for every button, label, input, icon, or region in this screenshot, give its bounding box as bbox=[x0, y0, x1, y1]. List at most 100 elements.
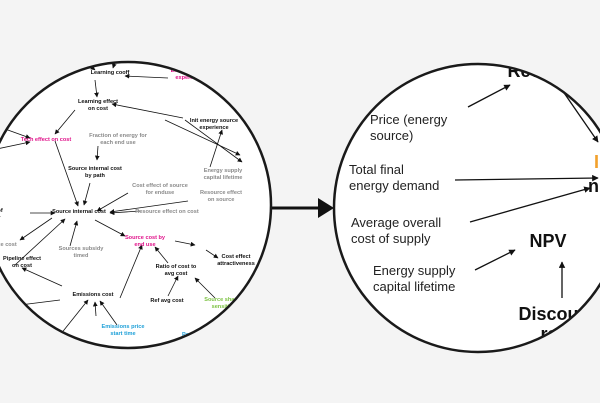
right-link-arrow bbox=[467, 84, 511, 108]
left-link-arrow bbox=[94, 145, 100, 161]
node-tech-effect: Tech effect on cost bbox=[21, 137, 72, 143]
left-link-arrow bbox=[109, 210, 141, 216]
left-link-arrow bbox=[0, 140, 31, 151]
left-link-arrow bbox=[34, 339, 66, 348]
node-emissions-price-start-line-1: Emissions price bbox=[102, 324, 145, 330]
left-link-arrow bbox=[111, 62, 121, 69]
left-link-arrow bbox=[194, 277, 216, 299]
right-link-arrow bbox=[469, 186, 591, 223]
node-total-final-energy-demand-line-2: energy demand bbox=[349, 178, 439, 193]
node-partial-margin: n bbox=[588, 176, 599, 196]
node-emissions-price-start-line-2: start time bbox=[110, 331, 135, 337]
node-price-energy-source-line-2: source) bbox=[370, 128, 413, 143]
node-cost-effect-attractiveness-line-1: Cost effect bbox=[222, 254, 251, 260]
node-sources-subsidy-line-1: Sources subsidy bbox=[59, 246, 105, 252]
node-cost-effect-source-enduse-line-2: for enduse bbox=[146, 190, 175, 196]
node-learning-cooff-line-1: Learning cooff bbox=[91, 70, 130, 76]
node-average-overall-cost-line-1: Average overall bbox=[351, 215, 441, 230]
node-efficiency: Efficiency bbox=[130, 351, 157, 357]
left-link-arrow bbox=[209, 129, 223, 168]
node-init-energy-source-experience-line-2: experience bbox=[199, 125, 228, 131]
node-resource-effect-cost: Resource effect on cost bbox=[135, 209, 199, 215]
left-link-arrow bbox=[59, 299, 89, 336]
left-link-arrow bbox=[205, 249, 219, 259]
node-source-internal-cost-line-1: Source internal cost bbox=[52, 209, 106, 215]
node-source-cost-by-end-use-line-2: end use bbox=[134, 242, 155, 248]
left-link-arrow bbox=[92, 301, 98, 317]
left-link-arrow bbox=[0, 124, 31, 139]
node-partial-margin-line-1: n bbox=[588, 176, 599, 196]
node-emissions-cost-line-1: Emissions cost bbox=[72, 292, 113, 298]
node-init-energy-source-experience-line-1: Init energy source bbox=[190, 118, 238, 124]
left-link-arrow bbox=[69, 220, 79, 247]
node-target-emissions-cost-line-2: cost bbox=[66, 349, 78, 355]
left-link-arrow bbox=[14, 218, 66, 266]
right-link-arrow bbox=[559, 86, 599, 143]
node-resource-effect-cost-line-1: Resource effect on cost bbox=[135, 209, 199, 215]
node-ref-avg-cost: Ref avg cost bbox=[150, 298, 183, 304]
node-sources-subsidy-line-2: timed bbox=[74, 253, 90, 259]
left-link-arrow bbox=[184, 119, 243, 163]
left-link-arrow bbox=[174, 240, 196, 247]
node-learning-effect-line-2: on cost bbox=[88, 106, 108, 112]
node-energy-supply-capital-lifetime-line-2: capital lifetime bbox=[373, 279, 455, 294]
node-ratio-cost-avg-line-2: avg cost bbox=[165, 271, 188, 277]
node-tech-effect-line-1: Tech effect on cost bbox=[21, 137, 72, 143]
node-progress-ratio-line-1: Progress ratio bbox=[121, 38, 160, 44]
node-fraction-energy-line-2: each end use bbox=[100, 140, 135, 146]
node-source-internal-cost-by-path-line-2: by path bbox=[85, 173, 105, 179]
node-energy-supply-capital-lifetime-line-1: Energy supply bbox=[204, 168, 243, 174]
node-emission-price-phase-line-1: mission price bbox=[0, 321, 34, 327]
node-cost-effect-source-enduse-line-1: Cost effect of source bbox=[132, 183, 188, 189]
left-link-arrow bbox=[82, 182, 91, 206]
left-link-arrow bbox=[164, 119, 241, 156]
left-link-arrow bbox=[21, 267, 63, 287]
node-npv-line-1: NPV bbox=[529, 231, 566, 251]
left-link-arrow bbox=[54, 109, 76, 135]
node-partial-cost: nce cost bbox=[0, 242, 17, 248]
right-link-arrow bbox=[454, 174, 599, 182]
node-source-cost-by-end-use-line-1: Source cost by bbox=[125, 235, 166, 241]
node-lower-limit-line-2: effect on cost bbox=[45, 48, 82, 54]
left-link-arrow bbox=[111, 102, 184, 119]
node-lower-limit-line-1: Lower limit to learning bbox=[33, 41, 93, 47]
left-link-arrow bbox=[109, 200, 189, 214]
node-energy-supply-capital-lifetime-line-1: Energy supply bbox=[373, 263, 456, 278]
node-resource-effect-source-line-2: on source bbox=[208, 197, 235, 203]
node-fraction-energy-line-1: Fraction of energy for bbox=[89, 133, 148, 139]
node-partial-cost-line-1: nce cost bbox=[0, 242, 17, 248]
node-total-final-energy-demand-line-1: Total final bbox=[349, 162, 404, 177]
node-source-share-sensitivity-line-2: sensitiv bbox=[212, 304, 234, 310]
node-pipeline-effect-line-2: on cost bbox=[12, 263, 32, 269]
node-partial-effect-line-1: t of bbox=[0, 208, 3, 214]
node-emission-price-phase-line-2: hase in time bbox=[0, 328, 30, 334]
node-learning-effect-line-1: Learning effect bbox=[78, 99, 118, 105]
node-progress-ratio: Progress ratio bbox=[121, 38, 160, 44]
left-link-arrow bbox=[54, 140, 79, 207]
left-link-arrow bbox=[167, 275, 179, 297]
node-cost-effect-attractiveness-line-2: attractiveness bbox=[217, 261, 255, 267]
left-link-arrow bbox=[19, 217, 53, 241]
